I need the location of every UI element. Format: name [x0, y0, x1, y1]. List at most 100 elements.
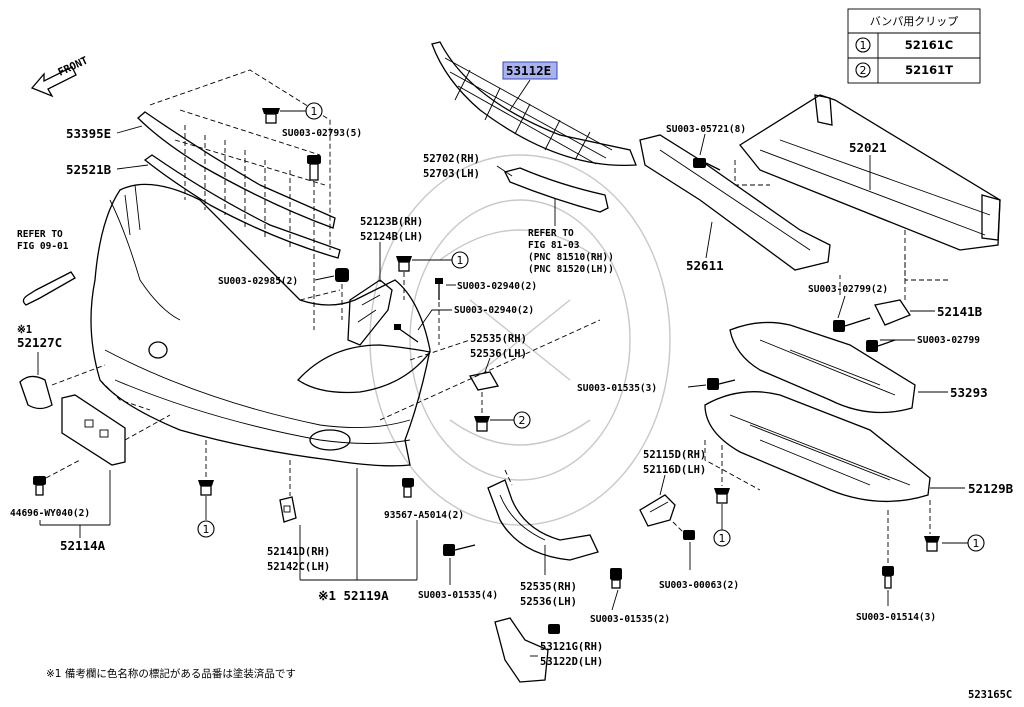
label-su01535a[interactable]: SU003-01535(3): [577, 383, 657, 394]
screw-00063-icon: [683, 530, 695, 540]
nut-02985-icon: [335, 268, 349, 282]
callout-1-left[interactable]: [197, 520, 215, 538]
callout-1-right-text: 1: [719, 532, 726, 545]
license-bracket-part: [61, 394, 126, 466]
clip-52161C-icon-left: [198, 480, 214, 496]
callout-1-far-right[interactable]: [967, 534, 985, 552]
callout-2[interactable]: [513, 411, 531, 429]
label-su02985[interactable]: SU003-02985(2): [218, 276, 298, 287]
clip-table-part-2: 52161T: [905, 63, 953, 77]
label-52702[interactable]: 52702(RH): [423, 153, 480, 165]
upper-side-bracket-part: [468, 371, 500, 391]
bracket-52141B-part: [874, 299, 911, 326]
bumper-cover-part: [90, 183, 432, 467]
bolt-01535b-icon: [443, 544, 476, 556]
label-52124B[interactable]: 52124B(LH): [360, 231, 423, 243]
label-53112E[interactable]: 53112E: [506, 63, 551, 78]
screw-93567-icon: [402, 478, 414, 498]
label-52115D[interactable]: 52115D(RH): [643, 449, 706, 461]
label-53293[interactable]: 53293: [950, 385, 988, 400]
label-refer2b[interactable]: FIG 81-03: [528, 240, 580, 251]
screw-01514-icon: [882, 566, 894, 589]
highlight-53112E: [502, 61, 558, 80]
clip-table: [847, 8, 981, 84]
upper-grille-part: [431, 41, 637, 167]
clip-52161C-icon-mid: [396, 256, 412, 272]
label-53395E[interactable]: 53395E: [66, 126, 111, 141]
callout-1-far-right-text: 1: [973, 537, 980, 550]
screw-53121-icon: [548, 624, 560, 634]
label-52127C[interactable]: 52127C: [17, 335, 62, 350]
clip-table-header: バンパ用クリップ: [870, 15, 959, 28]
label-44696[interactable]: 44696-WY040(2): [10, 508, 90, 519]
label-refer1a: REFER TO: [17, 229, 63, 240]
bolt-02799b-icon: [866, 339, 896, 352]
clip-52161C-icon-top: [262, 108, 280, 124]
bolt-01535a-icon: [707, 378, 736, 390]
label-su01535c[interactable]: SU003-01535(2): [590, 614, 670, 625]
label-52536a[interactable]: 52536(LH): [470, 348, 527, 360]
front-under-cover-part: [729, 321, 916, 414]
label-refer2c: (PNC 81510(RH)): [528, 252, 614, 263]
label-52703[interactable]: 52703(LH): [423, 168, 480, 180]
label-52114A[interactable]: 52114A: [60, 538, 106, 553]
clip-52161C-icon-far-right: [924, 536, 940, 552]
label-93567[interactable]: 93567-A5014(2): [384, 510, 464, 521]
label-su02799b[interactable]: SU003-02799: [917, 335, 980, 346]
label-52129B[interactable]: 52129B: [968, 481, 1014, 496]
side-marker-lens-part: [19, 375, 53, 410]
label-52021[interactable]: 52021: [849, 140, 887, 155]
retainer-strip-part: [137, 111, 341, 259]
tow-hook-part: [22, 271, 76, 306]
label-52141D[interactable]: 52141D(RH): [267, 546, 330, 558]
label-52535b[interactable]: 52535(RH): [520, 581, 577, 593]
callout-1-top[interactable]: [305, 102, 323, 120]
clip-52161C-icon-right: [714, 488, 730, 504]
callout-1-mid[interactable]: [451, 251, 469, 269]
callout-1-top-text: 1: [311, 105, 318, 118]
label-53121G[interactable]: 53121G(RH): [540, 641, 603, 653]
label-su02799a[interactable]: SU003-02799(2): [808, 284, 888, 295]
label-su05721[interactable]: SU003-05721(8): [666, 124, 746, 135]
lower-under-cover-part: [704, 391, 931, 503]
bumper-reinforcement-part: [739, 94, 1001, 251]
label-refer1b[interactable]: FIG 09-01: [17, 241, 69, 252]
front-label: FRONT: [56, 54, 90, 78]
label-su02940a[interactable]: SU003-02940(2): [457, 281, 537, 292]
side-retainer-part: [279, 496, 297, 523]
screw-02793-icon: [307, 155, 321, 181]
clip-52161T-icon: [474, 416, 490, 432]
energy-absorber-part: [639, 134, 831, 271]
label-su02940b[interactable]: SU003-02940(2): [454, 305, 534, 316]
bolt-05721-icon: [693, 158, 721, 171]
label-su01535b[interactable]: SU003-01535(4): [418, 590, 498, 601]
clip-table-num-1: 1: [860, 39, 867, 52]
label-52521B[interactable]: 52521B: [66, 162, 112, 177]
label-refer2d: (PNC 81520(LH)): [528, 264, 614, 275]
label-52611[interactable]: 52611: [686, 258, 724, 273]
label-su00063[interactable]: SU003-00063(2): [659, 580, 739, 591]
label-52116D[interactable]: 52116D(LH): [643, 464, 706, 476]
screw-02940b-icon: [394, 324, 419, 343]
label-52123B[interactable]: 52123B(RH): [360, 216, 423, 228]
label-52141B[interactable]: 52141B: [937, 304, 983, 319]
label-su02793[interactable]: SU003-02793(5): [282, 128, 362, 139]
screw-44696-icon: [33, 476, 46, 496]
retainer-52115-part: [639, 494, 676, 527]
label-52535a[interactable]: 52535(RH): [470, 333, 527, 345]
lower-cover-bracket-part: [494, 617, 549, 683]
grille-molding-part: [504, 167, 609, 213]
lower-side-bracket-part: [487, 479, 599, 561]
clip-table-num-2: 2: [860, 64, 867, 77]
label-52142C[interactable]: 52142C(LH): [267, 561, 330, 573]
callout-1-right[interactable]: [713, 529, 731, 547]
label-53122D[interactable]: 53122D(LH): [540, 656, 603, 668]
label-52119A[interactable]: ※1 52119A: [318, 588, 389, 603]
label-mark1: ※1: [17, 324, 32, 336]
screw-02940a-icon: [435, 278, 443, 300]
footnote: ※1 備考欄に色名称の標記がある品番は塗装済品です: [46, 667, 296, 680]
figure-code: 523165C: [968, 689, 1012, 701]
label-52536b[interactable]: 52536(LH): [520, 596, 577, 608]
label-su01514[interactable]: SU003-01514(3): [856, 612, 936, 623]
